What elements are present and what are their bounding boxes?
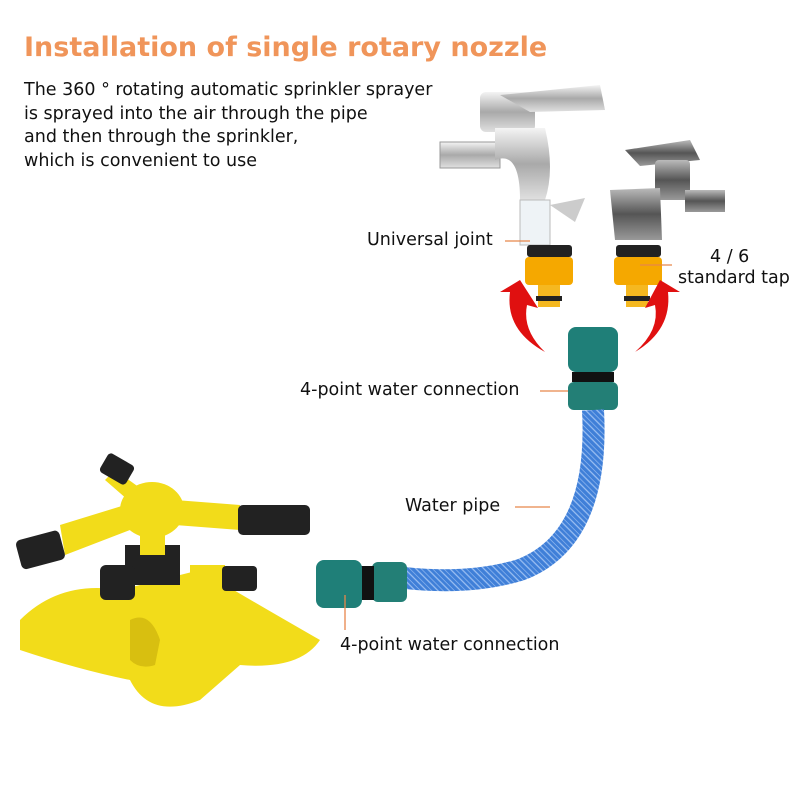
label-connection-top: 4-point water connection: [300, 380, 520, 400]
standard-tap: [610, 140, 725, 240]
description-line: and then through the sprinkler,: [24, 127, 299, 147]
adapter-right: [614, 245, 662, 307]
adapter-left: [525, 245, 573, 307]
description-line: The 360 ° rotating automatic sprinkler s…: [24, 80, 433, 100]
water-pipe: [403, 409, 605, 592]
connector-top: [568, 327, 618, 410]
label-tap-size: 4 / 6: [710, 247, 750, 267]
label-universal-joint: Universal joint: [367, 230, 493, 250]
label-connection-bottom: 4-point water connection: [340, 635, 560, 655]
leader-lines: [344, 240, 672, 630]
label-standard-tap: standard tap: [678, 268, 790, 288]
page-title: Installation of single rotary nozzle: [24, 32, 548, 63]
label-water-pipe: Water pipe: [405, 496, 501, 516]
description-line: which is convenient to use: [24, 150, 257, 171]
arrow-right-icon: [635, 280, 680, 352]
description-line: is sprayed into the air through the pipe: [24, 103, 368, 124]
arrow-left-icon: [500, 280, 545, 352]
rotary-sprinkler: [15, 453, 320, 707]
description: The 360 ° rotating automatic sprinkler s…: [24, 79, 432, 173]
connector-bottom: [316, 560, 407, 608]
chrome-tap: [439, 85, 605, 246]
